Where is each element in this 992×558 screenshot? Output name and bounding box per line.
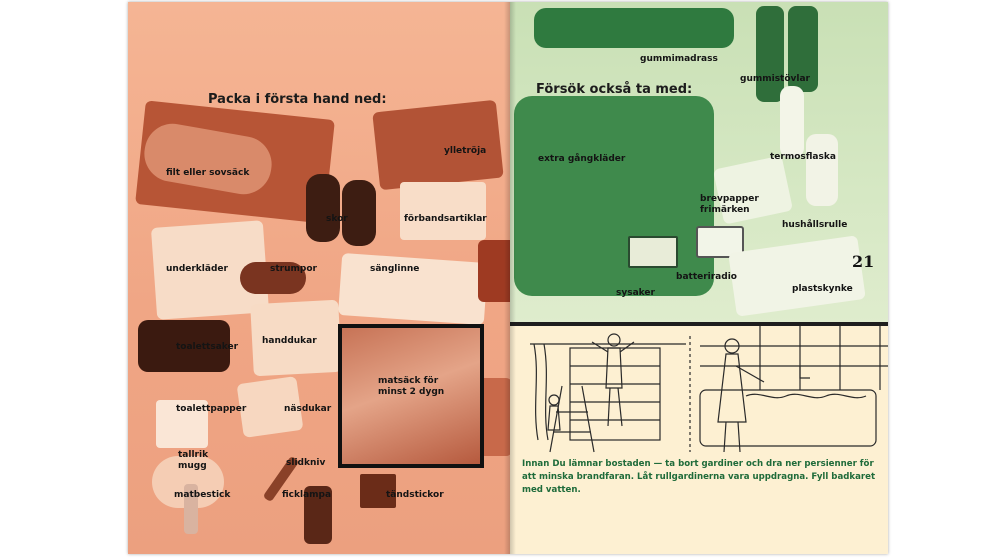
line-illustration: [530, 326, 888, 453]
food-box: [338, 324, 484, 468]
label-handdukar: handdukar: [262, 336, 317, 346]
plastic-sheet-image: [728, 235, 866, 317]
thermos-image: [780, 86, 804, 158]
air-mattress-image: [534, 8, 734, 48]
label-sanglinne: sänglinne: [370, 264, 420, 274]
label-gummistovlar: gummistövlar: [740, 74, 810, 84]
sweater-image: [372, 99, 504, 191]
label-sysaker: sysaker: [616, 288, 655, 298]
toilet-paper-image: [156, 400, 208, 448]
dark-bag-image: [478, 240, 510, 302]
label-ylletroja: ylletröja: [444, 146, 487, 156]
label-hushall: hushållsrulle: [782, 220, 848, 230]
sewing-kit-image: [628, 236, 678, 268]
cutlery-image: [184, 484, 198, 534]
label-skor: skor: [326, 214, 348, 224]
toiletry-bag-image: [138, 320, 230, 372]
label-gummimadrass: gummimadrass: [640, 54, 718, 64]
left-heading: Packa i första hand ned:: [208, 92, 387, 107]
label-underklader: underkläder: [166, 264, 228, 274]
boots-image: [756, 6, 784, 102]
instruction-caption: Innan Du lämnar bostaden — ta bort gardi…: [522, 459, 876, 495]
label-nasdukar: näsdukar: [284, 404, 332, 414]
coat-image: [514, 96, 714, 296]
label-batteriradio: batteriradio: [676, 272, 737, 282]
label-plastskynke: plastskynke: [792, 284, 853, 294]
label-ficklampa: ficklampa: [282, 490, 332, 500]
socks-image: [240, 262, 306, 294]
right-photo-area: Försök också ta med: gummimadrass gummis…: [510, 2, 888, 324]
instruction-section: Innan Du lämnar bostaden — ta bort gardi…: [510, 326, 888, 554]
radio-image: [696, 226, 744, 258]
label-matbestick: matbestick: [174, 490, 231, 500]
label-tallrik: tallrik mugg: [178, 450, 209, 471]
label-matsack: matsäck för minst 2 dygn: [378, 376, 445, 397]
matchbox-image: [360, 474, 396, 508]
right-heading: Försök också ta med:: [536, 82, 693, 97]
label-forband: förbandsartiklar: [404, 214, 487, 224]
shoes-image: [306, 174, 340, 242]
label-strumpor: strumpor: [270, 264, 317, 274]
first-aid-box-image: [400, 182, 486, 240]
book-gutter: [504, 2, 516, 554]
section-divider: [510, 322, 888, 326]
page-number: 21: [852, 252, 875, 271]
booklet-spread: Packa i första hand ned: filt eller sovs…: [128, 2, 888, 554]
left-page: Packa i första hand ned: filt eller sovs…: [128, 2, 510, 554]
label-extra: extra gångkläder: [538, 154, 626, 164]
flashlight-image: [304, 486, 332, 544]
label-toalettsaker: toalettsaker: [176, 342, 239, 352]
paper-roll-image: [806, 134, 838, 206]
boots-image-2: [788, 6, 818, 92]
shoes-image-2: [342, 180, 376, 246]
label-termos: termosflaska: [770, 152, 836, 162]
label-tandstickor: tändstickor: [386, 490, 444, 500]
right-page: Försök också ta med: gummimadrass gummis…: [510, 2, 888, 554]
label-toalettpapper: toalettpapper: [176, 404, 247, 414]
label-brevpapper: brevpapper frimärken: [700, 194, 759, 215]
label-sillkniv: slidkniv: [286, 458, 326, 468]
label-filt: filt eller sovsäck: [166, 168, 250, 178]
